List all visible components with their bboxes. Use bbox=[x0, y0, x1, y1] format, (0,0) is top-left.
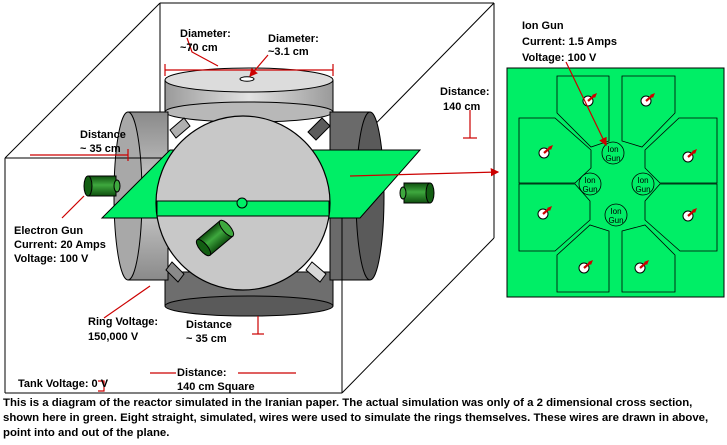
svg-text:Current: 1.5 Amps: Current: 1.5 Amps bbox=[522, 36, 617, 48]
svg-text:Ion Gun: Ion Gun bbox=[522, 20, 564, 32]
sphere bbox=[155, 115, 331, 291]
top-ring bbox=[164, 67, 334, 123]
ion-gun-marker-right: Ion Gun bbox=[631, 172, 655, 196]
caption: This is a diagram of the reactor simulat… bbox=[3, 397, 709, 439]
electron-gun-icon bbox=[83, 175, 121, 197]
svg-text:~ 35 cm: ~ 35 cm bbox=[80, 143, 121, 155]
svg-text:Gun: Gun bbox=[605, 154, 620, 163]
svg-text:Ring Voltage:: Ring Voltage: bbox=[88, 316, 158, 328]
label-diameter-hole: Diameter: ~3.1 cm bbox=[268, 33, 319, 58]
svg-text:140 cm Square: 140 cm Square bbox=[177, 381, 255, 393]
ion-gun-marker-bottom: Ion Gun bbox=[604, 203, 628, 227]
label-distance-tank-height: Distance: 140 cm bbox=[440, 86, 490, 113]
svg-text:~70 cm: ~70 cm bbox=[180, 42, 218, 54]
wire-markers bbox=[537, 93, 697, 274]
svg-text:Electron Gun: Electron Gun bbox=[14, 225, 83, 237]
label-diameter-outer: Diameter: ~70 cm bbox=[180, 28, 231, 54]
tank-outline bbox=[4, 2, 495, 394]
bottom-ring bbox=[164, 271, 334, 317]
ion-gun-marker-top: Ion Gun bbox=[601, 141, 625, 165]
svg-text:Distance:: Distance: bbox=[177, 367, 227, 379]
svg-text:Distance: Distance bbox=[186, 319, 232, 331]
inner-gun-icon bbox=[195, 219, 235, 257]
top-hole bbox=[239, 76, 255, 82]
svg-text:Current: 20 Amps: Current: 20 Amps bbox=[14, 239, 106, 251]
svg-text:150,000 V: 150,000 V bbox=[88, 331, 139, 343]
svg-text:140 cm: 140 cm bbox=[443, 101, 481, 113]
cross-section: Ion Gun Ion Gun Ion Gun Ion Gun bbox=[506, 61, 725, 298]
label-ion-gun: Ion Gun Current: 1.5 Amps Voltage: 100 V bbox=[522, 20, 617, 64]
svg-text:~3.1 cm: ~3.1 cm bbox=[268, 46, 309, 58]
label-ring-voltage: Ring Voltage: 150,000 V bbox=[88, 316, 158, 343]
svg-text:Diameter:: Diameter: bbox=[268, 33, 319, 45]
svg-text:Distance: Distance bbox=[80, 129, 126, 141]
svg-text:Voltage: 100 V: Voltage: 100 V bbox=[14, 253, 89, 265]
svg-text:Ion: Ion bbox=[637, 176, 648, 185]
ion-gun-pointer bbox=[565, 61, 607, 147]
wire-pads bbox=[518, 75, 718, 293]
ion-gun-markers: Ion Gun Ion Gun Ion Gun Ion Gun bbox=[578, 141, 655, 227]
svg-text:Gun: Gun bbox=[582, 185, 597, 194]
label-distance-side: Distance ~ 35 cm bbox=[80, 129, 126, 155]
label-distance-bottom: Distance ~ 35 cm bbox=[186, 319, 232, 345]
reactor-diagram: Diameter: ~70 cm Diameter: ~3.1 cm Dista… bbox=[4, 2, 725, 394]
svg-text:Ion: Ion bbox=[607, 145, 618, 154]
ring-struts bbox=[165, 117, 331, 283]
svg-text:Distance:: Distance: bbox=[440, 86, 490, 98]
svg-text:Diameter:: Diameter: bbox=[180, 28, 231, 40]
svg-text:Voltage: 100 V: Voltage: 100 V bbox=[522, 52, 597, 64]
label-electron-gun: Electron Gun Current: 20 Amps Voltage: 1… bbox=[14, 225, 106, 265]
svg-text:~ 35 cm: ~ 35 cm bbox=[186, 333, 227, 345]
svg-text:Ion: Ion bbox=[610, 207, 621, 216]
annotation-lines bbox=[30, 37, 500, 392]
ion-gun-marker-left: Ion Gun bbox=[578, 172, 602, 196]
label-distance-square: Distance: 140 cm Square bbox=[177, 367, 255, 393]
svg-text:Gun: Gun bbox=[635, 185, 650, 194]
ion-gun-icon bbox=[399, 182, 435, 204]
label-tank-voltage: Tank Voltage: 0 V bbox=[18, 378, 109, 390]
svg-text:Gun: Gun bbox=[608, 216, 623, 225]
svg-text:Ion: Ion bbox=[584, 176, 595, 185]
